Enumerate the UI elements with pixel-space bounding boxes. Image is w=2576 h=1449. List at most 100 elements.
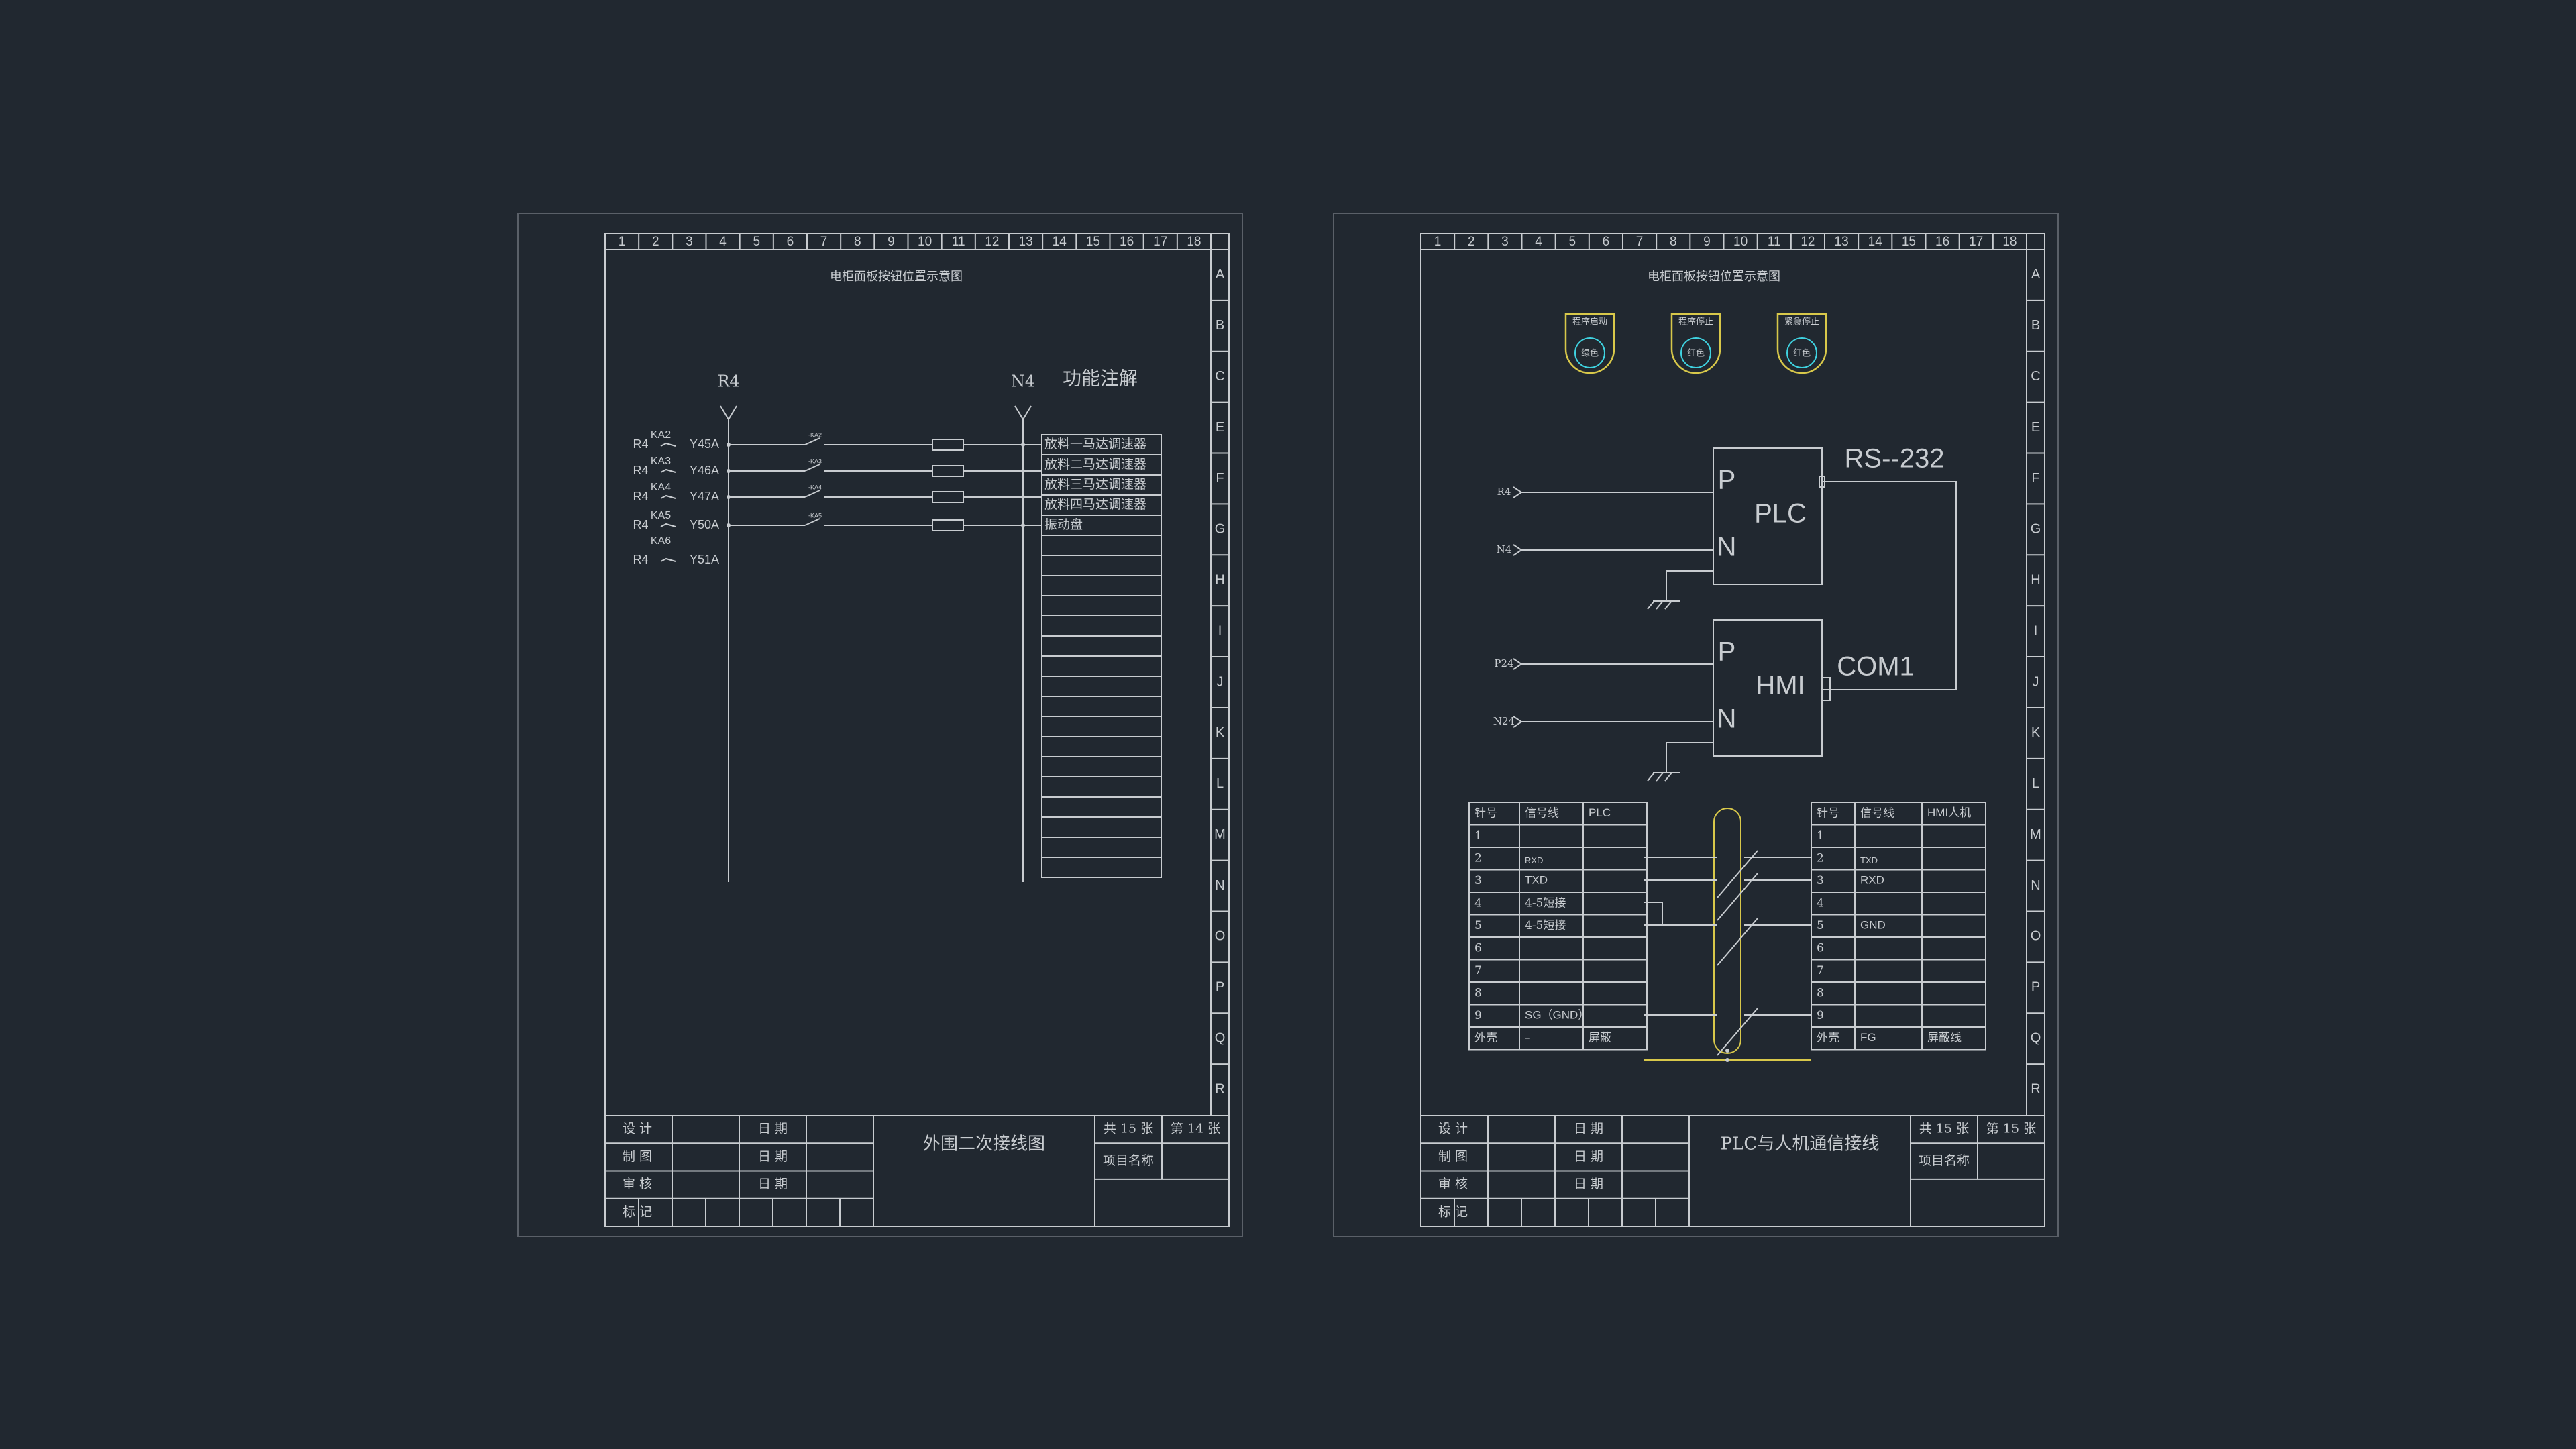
project-name-label: 项目名称: [1919, 1153, 1970, 1168]
sheet-number: 第 15 张: [1986, 1122, 2036, 1136]
hmi-pin-table-cell: TXD: [1860, 855, 1878, 865]
hmi-pin-table-cell: 4: [1817, 896, 1824, 910]
panel-button-lamp: [1574, 337, 1605, 368]
contact-tag: -KA3: [808, 458, 822, 464]
hmi-pin-table-cell: 5: [1817, 919, 1824, 932]
pin-4-5-short: [1644, 902, 1663, 926]
row-letter: K: [2031, 725, 2041, 740]
column-number: 2: [1468, 235, 1475, 249]
bus-label-r4: R4: [717, 372, 739, 391]
row-letter: F: [1216, 471, 1224, 486]
ground-hatch: [1656, 600, 1664, 610]
title-block-label: 标 记: [623, 1204, 652, 1219]
ground-hatch: [1647, 600, 1655, 610]
row-letter: I: [2034, 623, 2038, 638]
column-number: 18: [2002, 235, 2017, 249]
project-name-label: 项目名称: [1103, 1153, 1154, 1168]
hmi-pin-table-cell: 屏蔽线: [1927, 1031, 1962, 1044]
panel-button-housing: [1670, 313, 1721, 374]
column-number: 10: [918, 235, 932, 249]
row-letter: O: [1215, 929, 1226, 944]
contact-symbol: [660, 442, 676, 447]
note-entry: 放料四马达调速器: [1044, 497, 1146, 512]
panel-button-label: 程序停止: [1678, 317, 1713, 327]
title-block-label: 审 核: [1438, 1177, 1468, 1191]
column-number: 8: [854, 235, 861, 249]
hmi-pin-table-cell: 1: [1817, 829, 1824, 843]
title-block-label: 制 图: [623, 1149, 652, 1164]
row-letter: Q: [2031, 1030, 2041, 1045]
title-block-label: 设 计: [1438, 1122, 1468, 1136]
hmi-pin-table-cell: RXD: [1860, 874, 1884, 887]
panel-button-lamp: [1786, 337, 1817, 368]
total-sheets: 共 15 张: [1104, 1122, 1153, 1136]
hmi-pin-table-cell: 2: [1817, 851, 1824, 865]
plc-pin-table-cell: 3: [1474, 874, 1482, 888]
row-letter: C: [1215, 369, 1224, 384]
sheet-inner-frame: [1420, 233, 2045, 1227]
relay-tag: KA4: [651, 482, 671, 493]
title-block-date-label: 日 期: [758, 1177, 788, 1191]
plc-pin-table-cell: –: [1525, 1031, 1531, 1044]
row-letter: F: [2031, 471, 2039, 486]
row-letter: N: [1215, 878, 1224, 893]
drawing-name: PLC与人机通信接线: [1721, 1134, 1880, 1154]
note-entry: 振动盘: [1044, 517, 1083, 532]
panel-button-color: 红色: [1793, 348, 1811, 359]
contact-blade: [804, 518, 820, 526]
bus-label-n4: N4: [1011, 372, 1035, 391]
row-letter: B: [2031, 318, 2040, 333]
column-number: 8: [1670, 235, 1677, 249]
device-pin-p: P: [1718, 466, 1736, 495]
column-number: 7: [820, 235, 828, 249]
row-letter: M: [2030, 827, 2041, 842]
plc-pin-table-cell: 2: [1474, 851, 1482, 865]
sheet-inner-frame: [604, 233, 1230, 1227]
column-number: 9: [1703, 235, 1711, 249]
title-block-date-label: 日 期: [758, 1149, 788, 1164]
hmi-port-connector: [1821, 677, 1831, 701]
twisted-crossing: [1717, 873, 1758, 921]
column-number: 4: [1535, 235, 1542, 249]
column-number: 14: [1053, 235, 1067, 249]
device-box: [1713, 447, 1823, 585]
relay-tag: KA5: [651, 510, 671, 521]
title-block-date-label: 日 期: [1574, 1177, 1603, 1191]
row-letter: B: [1216, 318, 1224, 333]
row-letter: O: [2031, 929, 2041, 944]
panel-button-label: 紧急停止: [1784, 317, 1819, 327]
contact-blade: [804, 437, 820, 445]
row-letter: Q: [1215, 1030, 1226, 1045]
column-number: 3: [686, 235, 693, 249]
contact-symbol: [660, 494, 676, 499]
title-block-date-label: 日 期: [758, 1122, 788, 1136]
hmi-pin-table-cell: 针号: [1817, 806, 1839, 820]
column-number: 18: [1187, 235, 1201, 249]
sheet-subtitle: 电柜面板按钮位置示意图: [830, 270, 963, 284]
device-name: HMI: [1756, 671, 1805, 700]
junction-dot: [727, 443, 731, 447]
sheet-paper-border: [517, 213, 1243, 1237]
note-entry: 放料一马达调速器: [1044, 437, 1146, 451]
contact-tag: -KA4: [808, 484, 822, 490]
column-number: 14: [1868, 235, 1883, 249]
panel-button-color: 绿色: [1581, 348, 1599, 359]
row-letter: G: [2031, 522, 2041, 537]
plc-port-label: RS--232: [1845, 444, 1945, 474]
hmi-pin-table-cell: 9: [1817, 1009, 1824, 1022]
device-name: PLC: [1754, 499, 1807, 529]
hmi-port-label: COM1: [1837, 652, 1915, 682]
title-block-label: 设 计: [623, 1122, 652, 1136]
title-block-label: 标 记: [1438, 1204, 1468, 1219]
twisted-crossing: [1717, 1008, 1758, 1056]
relay-tag: KA2: [651, 429, 671, 441]
row-letter: P: [2031, 980, 2040, 995]
ground-hatch: [1656, 772, 1664, 782]
row-letter: M: [1214, 827, 1226, 842]
column-number: 17: [1969, 235, 1983, 249]
column-number: 12: [1801, 235, 1815, 249]
contact-symbol: [660, 468, 676, 473]
plc-pin-table-cell: 信号线: [1525, 806, 1559, 820]
